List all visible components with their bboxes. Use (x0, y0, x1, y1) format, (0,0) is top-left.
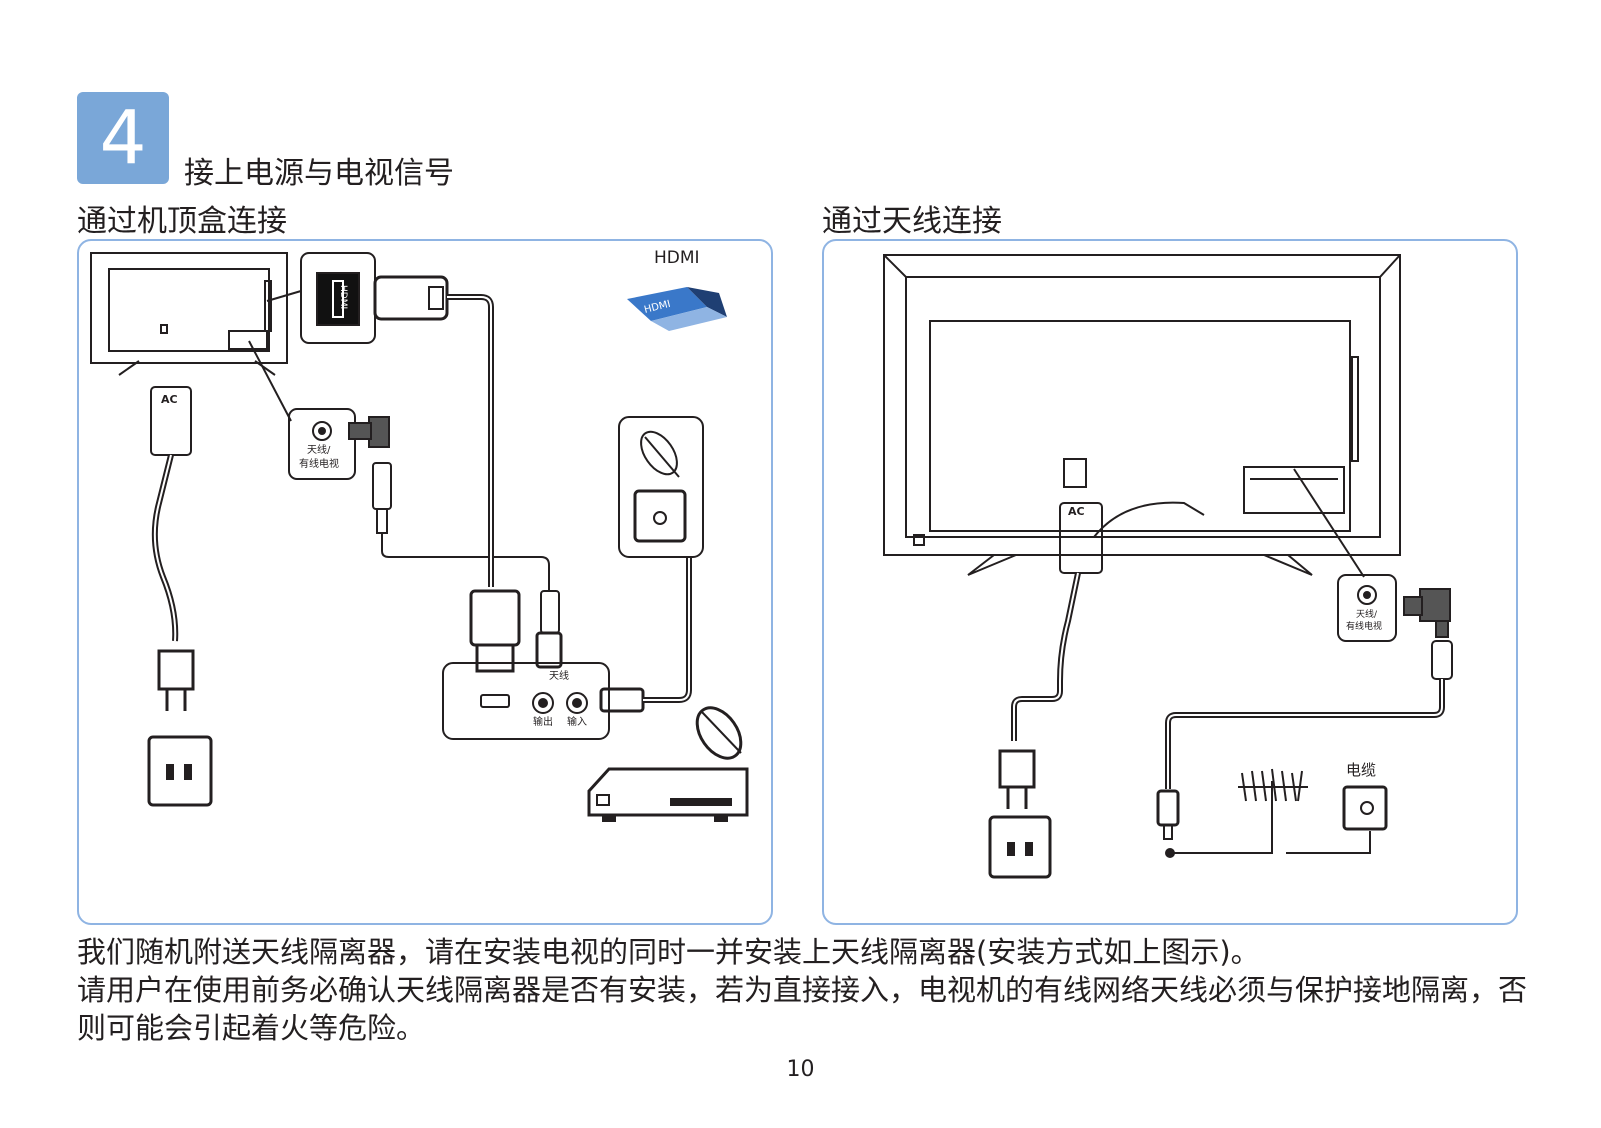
stb-antenna-label: 天线 (549, 669, 569, 682)
ac-label: AC (1068, 505, 1085, 518)
stb-connection-diagram: HDMI HDMI HDMI AC 天线/ 有线电视 天线 输出 输入 (77, 239, 773, 925)
antenna-isolator-note: 我们随机附送天线隔离器，请在安装电视的同时一并安装上天线隔离器(安装方式如上图示… (77, 933, 1537, 1047)
stb-input-label: 输入 (567, 715, 587, 728)
stb-output-label: 输出 (533, 715, 553, 728)
power-plug-icon (157, 649, 195, 691)
set-top-box-icon (587, 767, 749, 817)
step-title: 接上电源与电视信号 (184, 156, 454, 191)
satellite-wall-plate-callout (618, 416, 704, 558)
hdmi-port-text: HDMI (338, 285, 348, 309)
ac-label: AC (161, 393, 178, 406)
antenna-port-callout (1337, 574, 1397, 642)
hdmi-plug-icon (373, 275, 449, 321)
antenna-connection-illustration: AC 天线/ 有线电视 电缆 (883, 254, 1453, 879)
hdmi-label: HDMI (654, 248, 700, 268)
ac-socket-icon (1059, 502, 1103, 574)
antenna-port-label-line2: 有线电视 (1346, 620, 1382, 632)
note-line-2: 请用户在使用前务必确认天线隔离器是否有安装，若为直接接入，电视机的有线网络天线必… (77, 973, 1528, 1045)
right-section-title: 通过天线连接 (822, 204, 1002, 239)
antenna-connection-diagram: AC 天线/ 有线电视 电缆 (822, 239, 1518, 925)
antenna-port-callout (288, 408, 356, 480)
antenna-port-label-line1: 天线/ (1356, 608, 1378, 620)
cable-wall-plate-icon (1342, 785, 1388, 831)
left-section-title: 通过机顶盒连接 (77, 204, 287, 239)
step-number-badge: 4 (77, 92, 169, 184)
antenna-port-label-line2: 有线电视 (299, 457, 339, 470)
wall-outlet-icon (147, 735, 213, 807)
note-line-1: 我们随机附送天线隔离器，请在安装电视的同时一并安装上天线隔离器(安装方式如上图示… (77, 935, 1260, 969)
tv-antenna-icon (1238, 768, 1308, 802)
tv-back-icon (90, 252, 288, 376)
antenna-port-label-line1: 天线/ (307, 443, 331, 456)
wall-outlet-icon (988, 815, 1052, 879)
stb-connection-illustration: HDMI HDMI HDMI AC 天线/ 有线电视 天线 输出 输入 (90, 248, 749, 822)
page-number: 10 (786, 1057, 815, 1082)
hdmi-cable-icon (627, 287, 727, 331)
cable-label: 电缆 (1346, 761, 1376, 779)
stb-port-panel (442, 662, 610, 740)
satellite-dish-icon (695, 706, 743, 760)
tv-back-icon (883, 254, 1401, 576)
power-plug-icon (998, 749, 1036, 789)
